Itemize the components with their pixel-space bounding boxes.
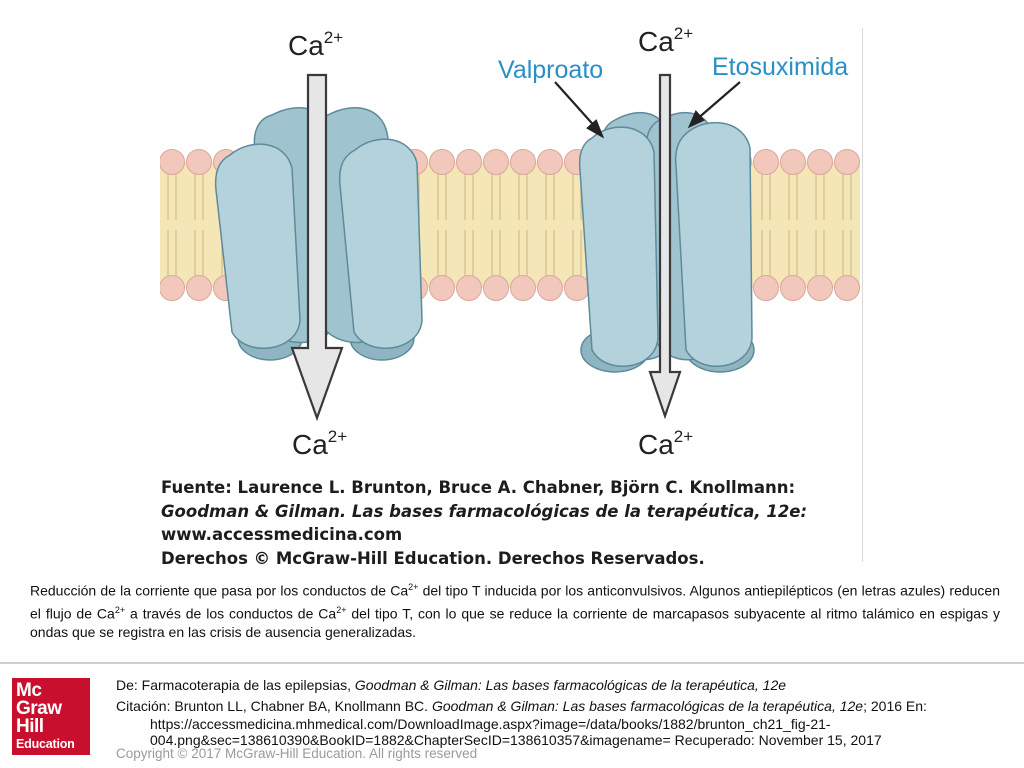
ca-ion-bottom-left: Ca2+ [292,427,347,460]
ca-ion-top-left: Ca2+ [288,28,343,61]
figure-source: Fuente: Laurence L. Brunton, Bruce A. Ch… [161,476,807,570]
label-etosuximida: Etosuximida [712,53,848,81]
phospholipid-head [753,275,779,301]
source-rights: Derechos © McGraw-Hill Education. Derech… [161,548,705,568]
citation-url-line1[interactable]: https://accessmedicina.mhmedical.com/Dow… [150,716,831,732]
phospholipid-head [834,149,860,175]
phospholipid-head [186,149,212,175]
phospholipid-head [780,275,806,301]
footer-divider [0,662,1024,664]
calcium-flow-arrow-left [290,73,344,422]
drug-pointer-arrows [554,81,741,139]
channel-figure: Ca2+ Ca2+ Ca2+ Ca2+ Valproato Etosuximid… [160,20,865,562]
phospholipid-head [564,275,590,301]
source-book: Goodman & Gilman. Las bases farmacológic… [161,501,808,521]
phospholipid-head [186,275,212,301]
calcium-flow-arrow-right [648,73,682,420]
phospholipid-head [429,149,455,175]
phospholipid-head [429,275,455,301]
phospholipid-head [537,149,563,175]
source-authors: Fuente: Laurence L. Brunton, Bruce A. Ch… [161,478,796,497]
phospholipid-head [753,149,779,175]
figure-border [862,28,863,562]
source-website: www.accessmedicina.com [161,525,403,544]
phospholipid-head [456,149,482,175]
citation-url-line2[interactable]: 004.png&sec=138610390&BookID=1882&Chapte… [150,732,882,748]
phospholipid-head [160,149,185,175]
citation: Citación: Brunton LL, Chabner BA, Knollm… [116,698,927,714]
mcgraw-hill-logo: Mc Graw Hill Education [12,678,90,755]
phospholipid-head [483,149,509,175]
ca-ion-bottom-right: Ca2+ [638,427,693,460]
ca-ion-top-right: Ca2+ [638,24,693,57]
phospholipid-head [510,275,536,301]
phospholipid-head [483,275,509,301]
phospholipid-head [510,149,536,175]
phospholipid-head [160,275,185,301]
label-valproato: Valproato [498,56,603,84]
figure-caption: Reducción de la corriente que pasa por l… [30,582,1000,641]
phospholipid-head [537,275,563,301]
phospholipid-head [807,149,833,175]
membrane-diagram: Ca2+ Ca2+ Ca2+ Ca2+ Valproato Etosuximid… [160,24,860,460]
phospholipid-head [807,275,833,301]
phospholipid-head [834,275,860,301]
phospholipid-head [780,149,806,175]
copyright-notice: Copyright © 2017 McGraw-Hill Education. … [116,746,478,761]
chapter-reference: De: Farmacoterapia de las epilepsias, Go… [116,677,787,693]
phospholipid-head [456,275,482,301]
